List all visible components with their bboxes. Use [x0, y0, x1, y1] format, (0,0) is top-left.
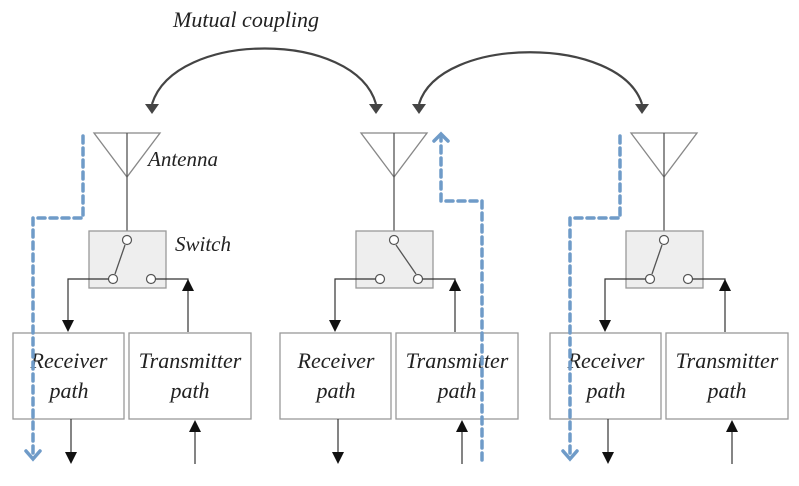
arrow-up-icon	[449, 279, 461, 291]
switch-lever	[395, 244, 417, 275]
receiver-label-path: path	[584, 378, 625, 403]
antenna-icon	[629, 132, 699, 236]
transmitter-label: Transmitter	[406, 348, 509, 373]
rx-feed-line	[334, 278, 376, 325]
arrow-up-icon	[182, 279, 194, 291]
coupling-arrow-down-icon	[24, 449, 42, 462]
rx-feed-line	[67, 278, 109, 325]
switch-tx-contact-icon	[682, 273, 694, 285]
receiver-label: Receiver	[297, 348, 375, 373]
transmitter-label-path: path	[168, 378, 209, 403]
switch-rx-contact-icon	[644, 273, 656, 285]
switch-rx-contact-icon	[374, 273, 386, 285]
transmitter-label-path: path	[435, 378, 476, 403]
arrowhead-right-icon	[369, 104, 383, 114]
receiver-path-block: Receiver path	[549, 332, 662, 420]
switch-pivot-icon	[658, 234, 670, 246]
switch-pivot-icon	[121, 234, 133, 246]
coupling-arc-1-2	[145, 47, 383, 114]
arrow-down-icon	[62, 320, 74, 332]
arrow-up-icon	[189, 420, 201, 432]
switch-pivot-icon	[388, 234, 400, 246]
transmitter-label-path: path	[705, 378, 746, 403]
transmitter-path-block: Transmitter path	[128, 332, 252, 420]
rx-feed-line	[604, 278, 646, 325]
switch-lever	[651, 244, 663, 275]
antenna-icon	[92, 132, 162, 236]
receiver-label-path: path	[314, 378, 355, 403]
switch-tx-contact-icon	[145, 273, 157, 285]
switch-block	[88, 230, 167, 289]
arrowhead-right-icon	[635, 104, 649, 114]
switch-label: Switch	[175, 232, 231, 256]
arrow-down-icon	[65, 452, 77, 464]
coupling-arc-2-3	[412, 51, 649, 114]
transmitter-label: Transmitter	[676, 348, 779, 373]
arrow-down-icon	[332, 452, 344, 464]
arrow-down-icon	[599, 320, 611, 332]
switch-tx-contact-icon	[412, 273, 424, 285]
arrow-up-icon	[719, 279, 731, 291]
antenna-unit-1: Receiver path Transmitter path	[12, 132, 252, 464]
receiver-label: Receiver	[30, 348, 108, 373]
switch-rx-contact-icon	[107, 273, 119, 285]
transmitter-path-block: Transmitter path	[395, 332, 519, 420]
antenna-icon	[359, 132, 429, 236]
diagram-title: Mutual coupling	[172, 7, 319, 32]
switch-lever	[114, 244, 126, 275]
arrow-up-icon	[456, 420, 468, 432]
antenna-unit-3: Receiver path Transmitter path	[549, 132, 789, 464]
coupling-arrow-down-icon	[561, 449, 579, 462]
coupling-path-dashed	[439, 136, 484, 462]
receiver-path-block: Receiver path	[12, 332, 125, 420]
arrow-down-icon	[329, 320, 341, 332]
arrow-up-icon	[726, 420, 738, 432]
antenna-unit-2: Receiver path Transmitter path	[279, 131, 519, 464]
receiver-path-block: Receiver path	[279, 332, 392, 420]
receiver-label: Receiver	[567, 348, 645, 373]
arrowhead-left-icon	[145, 104, 159, 114]
coupling-arrow-up-icon	[432, 131, 450, 143]
antenna-label: Antenna	[146, 147, 218, 171]
coupling-path-dashed	[31, 134, 85, 460]
arrowhead-left-icon	[412, 104, 426, 114]
transmitter-label: Transmitter	[139, 348, 242, 373]
coupling-path-dashed	[568, 134, 622, 460]
arrow-down-icon	[602, 452, 614, 464]
transmitter-path-block: Transmitter path	[665, 332, 789, 420]
receiver-label-path: path	[47, 378, 88, 403]
